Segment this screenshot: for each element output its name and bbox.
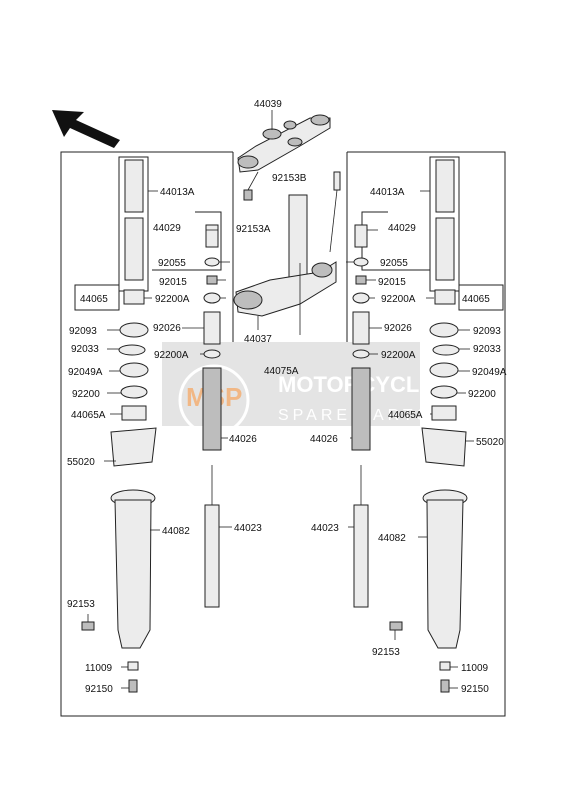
label-right-44082: 44082	[378, 533, 406, 544]
label-left-44082: 44082	[162, 526, 190, 537]
label-left-92093: 92093	[69, 326, 97, 337]
label-right-44029: 44029	[388, 223, 416, 234]
front-direction-arrow-icon	[52, 110, 120, 148]
label-right-92150: 92150	[461, 684, 489, 695]
label-left-92049A: 92049A	[68, 367, 103, 378]
label-right-92033: 92033	[473, 344, 501, 355]
label-left-44013A: 44013A	[160, 187, 195, 198]
label-44075A: 44075A	[264, 366, 299, 377]
label-left-92200: 92200	[72, 389, 100, 400]
stem-bolts	[243, 171, 341, 253]
label-right-92049A: 92049A	[472, 367, 507, 378]
label-92153B: 92153B	[272, 173, 307, 184]
right-fork-parts	[351, 159, 468, 693]
label-left-92200A-lower: 92200A	[154, 350, 189, 361]
label-left-44029: 44029	[153, 223, 181, 234]
label-left-92200A-upper: 92200A	[155, 294, 190, 305]
label-right-44023: 44023	[311, 523, 339, 534]
upper-fork-bracket	[237, 110, 331, 173]
label-left-44026: 44026	[229, 434, 257, 445]
label-right-44026: 44026	[310, 434, 338, 445]
label-right-92026: 92026	[384, 323, 412, 334]
label-right-92055: 92055	[380, 258, 408, 269]
label-92153A: 92153A	[236, 224, 271, 235]
steering-stem	[233, 194, 337, 330]
label-right-44065A: 44065A	[388, 410, 423, 421]
label-right-92153: 92153	[372, 647, 400, 658]
label-left-92150: 92150	[85, 684, 113, 695]
leader-lines	[87, 190, 474, 689]
label-right-92015: 92015	[378, 277, 406, 288]
label-left-44065A: 44065A	[71, 410, 106, 421]
label-left-92026: 92026	[153, 323, 181, 334]
label-left-92015: 92015	[159, 277, 187, 288]
label-left-92055: 92055	[158, 258, 186, 269]
label-left-11009: 11009	[85, 663, 113, 674]
label-right-92200A-lower: 92200A	[381, 350, 416, 361]
label-right-11009: 11009	[461, 663, 489, 674]
label-right-92093: 92093	[473, 326, 501, 337]
label-left-55020: 55020	[67, 457, 95, 468]
label-right-55020: 55020	[476, 437, 504, 448]
label-left-92153: 92153	[67, 599, 95, 610]
label-right-44013A: 44013A	[370, 187, 405, 198]
label-left-92033: 92033	[71, 344, 99, 355]
label-right-44065: 44065	[462, 294, 490, 305]
left-fork-parts	[81, 159, 222, 693]
label-left-44023: 44023	[234, 523, 262, 534]
label-right-92200A-upper: 92200A	[381, 294, 416, 305]
label-left-44065: 44065	[80, 294, 108, 305]
label-44039: 44039	[254, 99, 282, 110]
label-right-92200: 92200	[468, 389, 496, 400]
label-44037: 44037	[244, 334, 272, 345]
